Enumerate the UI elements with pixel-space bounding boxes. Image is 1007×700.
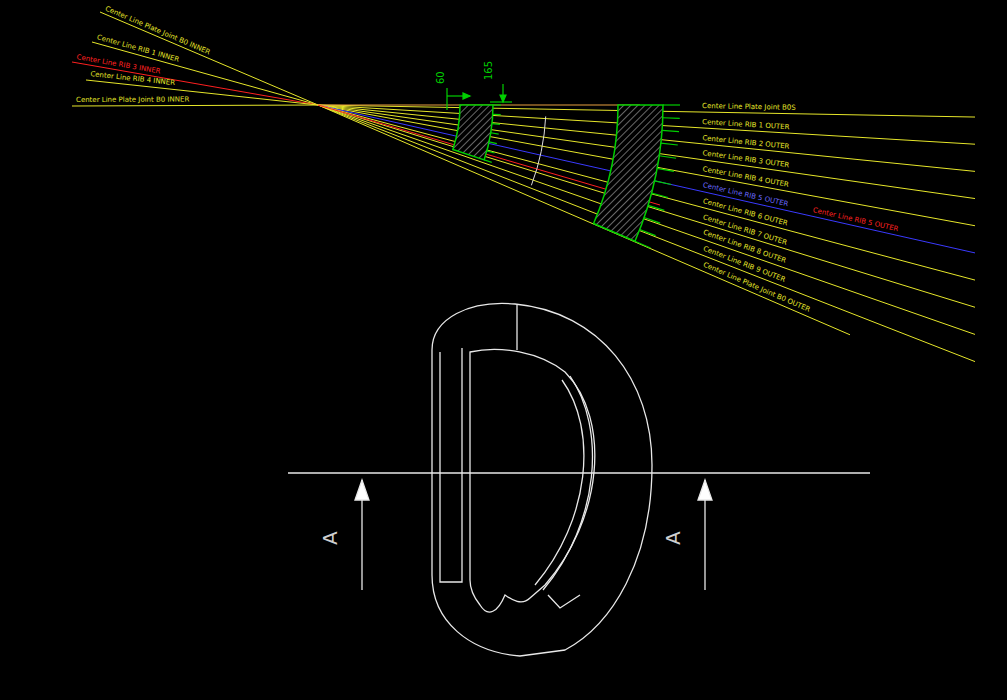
- tick: [652, 193, 668, 197]
- center-line: [318, 105, 850, 335]
- center-line: [318, 105, 975, 307]
- tick: [661, 143, 678, 145]
- center-line: [100, 12, 318, 105]
- mid-arc: [531, 116, 545, 185]
- dimension: 165: [484, 61, 494, 80]
- line-label: Center Line Plate Joint B0 INNER: [76, 97, 189, 104]
- tick: [489, 142, 497, 144]
- tick: [635, 241, 651, 248]
- center-line: [318, 105, 975, 280]
- center-lines: [72, 12, 975, 362]
- tick: [484, 160, 492, 163]
- tick: [644, 218, 660, 224]
- dimension-marks: [447, 84, 512, 110]
- tick: [655, 181, 672, 185]
- section-letter: A: [320, 531, 340, 545]
- section-letter: A: [663, 531, 683, 545]
- center-line: [72, 62, 318, 105]
- center-line: [318, 105, 975, 362]
- tick: [663, 117, 680, 119]
- tick: [487, 151, 495, 153]
- tick: [493, 104, 501, 105]
- tick: [491, 133, 499, 134]
- center-line: [318, 105, 975, 334]
- line-label: Center Line Plate Joint B0S: [702, 103, 796, 112]
- tick: [492, 123, 500, 125]
- section-view: [288, 303, 870, 656]
- tick: [662, 130, 679, 131]
- dimension: 60: [436, 71, 446, 84]
- center-line: [318, 105, 975, 253]
- hatched-sections: [453, 105, 680, 248]
- tick: [663, 104, 680, 105]
- line-label: Center Line Plate Joint B0 INNER: [104, 5, 211, 56]
- line-label: Center Line RIB 3 OUTER: [702, 150, 790, 169]
- outer-hatch: [594, 105, 663, 241]
- tick: [648, 205, 664, 210]
- tick: [640, 229, 656, 235]
- line-label: Center Line RIB 5 OUTER: [812, 207, 899, 233]
- tick: [659, 156, 676, 159]
- center-line: [72, 105, 318, 106]
- tick: [657, 168, 674, 171]
- tick: [493, 114, 501, 116]
- inner-hatch: [453, 105, 493, 160]
